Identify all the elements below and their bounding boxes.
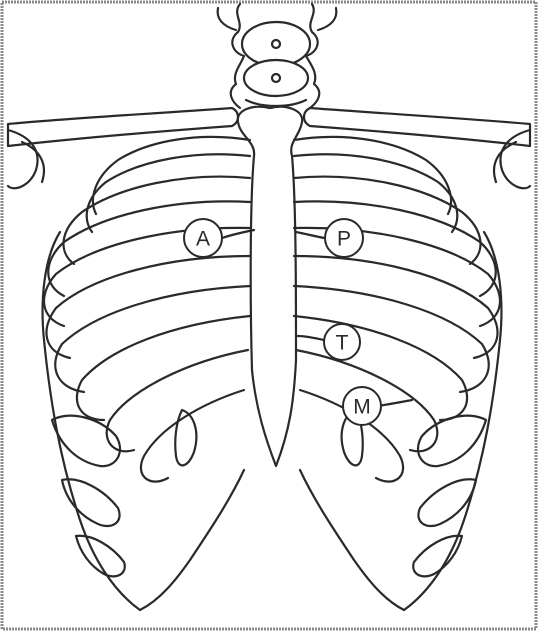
left-ribs [43,137,250,610]
label-p: P [325,219,363,257]
cervical-vertebrae [218,4,337,108]
label-a: A [184,219,222,257]
svg-text:A: A [196,228,210,251]
svg-text:T: T [336,332,349,355]
svg-text:M: M [353,396,371,419]
svg-text:P: P [337,228,351,251]
label-m: M [343,387,381,425]
label-t: T [324,324,360,360]
right-ribs [294,137,501,610]
